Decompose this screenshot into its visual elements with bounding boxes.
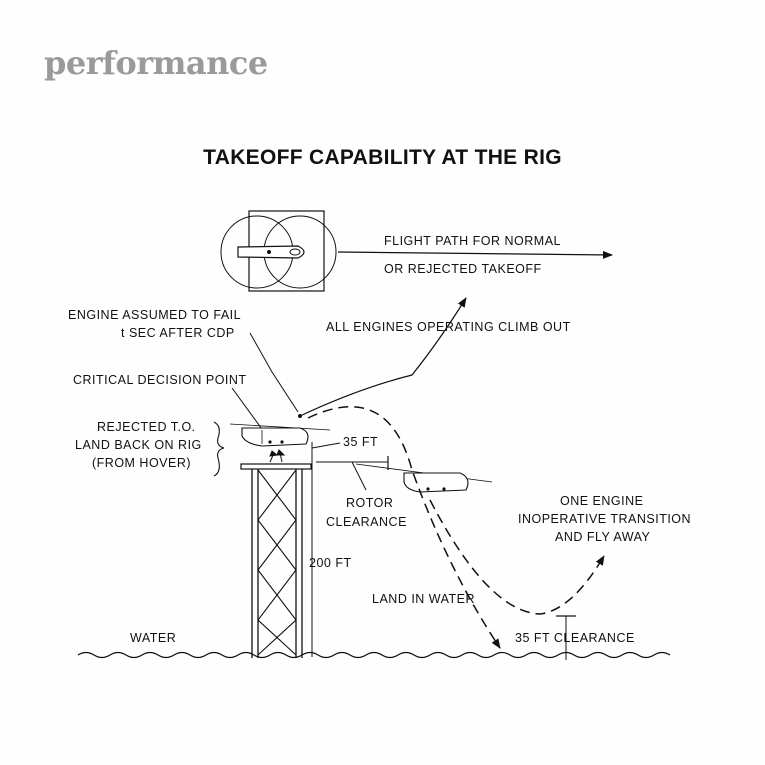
helipad-top-view (220, 210, 337, 292)
rejected-label-1: REJECTED T.O. (97, 420, 196, 434)
water-label: WATER (130, 631, 176, 645)
one-engine-label-3: AND FLY AWAY (555, 530, 651, 544)
water-surface (77, 651, 671, 659)
clearance-35-label: 35 FT CLEARANCE (515, 631, 635, 645)
rotor-clearance-label-2: CLEARANCE (326, 515, 407, 529)
helicopter-hover-icon (229, 423, 331, 447)
land-water-label: LAND IN WATER (372, 592, 475, 606)
helicopter-descending-icon (355, 463, 493, 493)
cdp-label: CRITICAL DECISION POINT (73, 373, 247, 387)
rig-tower (240, 463, 312, 658)
height-200-label: 200 FT (309, 556, 352, 570)
one-engine-label-2: INOPERATIVE TRANSITION (518, 512, 691, 526)
section-header: performance (44, 44, 268, 82)
flight-path-label-2: OR REJECTED TAKEOFF (384, 262, 542, 276)
height-35-leader (311, 442, 341, 449)
engine-fail-label-1: ENGINE ASSUMED TO FAIL (68, 308, 241, 322)
fly-away-path (429, 499, 605, 615)
rejected-label-3: (FROM HOVER) (92, 456, 191, 470)
flight-path-arrow (337, 250, 613, 259)
all-engines-label: ALL ENGINES OPERATING CLIMB OUT (326, 320, 571, 334)
climb-out-path (299, 297, 467, 417)
rejected-brace (213, 421, 225, 477)
flight-path-label-1: FLIGHT PATH FOR NORMAL (384, 234, 561, 248)
rig-deck (240, 463, 312, 470)
rejected-label-2: LAND BACK ON RIG (75, 438, 202, 452)
height-35-label: 35 FT (343, 435, 378, 449)
engine-fail-label-2: t SEC AFTER CDP (121, 326, 235, 340)
engine-fail-leader (249, 332, 299, 413)
land-in-water-path (307, 405, 501, 649)
diagram-title: TAKEOFF CAPABILITY AT THE RIG (203, 146, 562, 169)
vertical-arrows-icon (269, 449, 286, 463)
rotor-clearance-label-1: ROTOR (346, 496, 393, 510)
one-engine-label-1: ONE ENGINE (560, 494, 644, 508)
